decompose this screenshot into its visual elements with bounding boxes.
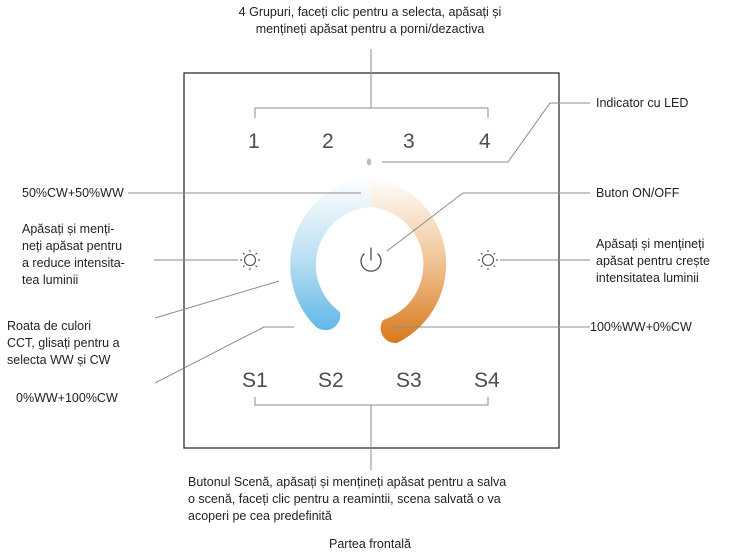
ww0-cw100-label: 0%WW+100%CW [16,391,118,405]
dim-up-label: Apăsați și mențineți apăsat pentru creșt… [596,237,710,285]
sun-icon-dim-down[interactable] [240,250,260,270]
color-wheel-cool-half[interactable] [290,177,371,331]
group-button-3[interactable]: 3 [403,130,415,153]
on-off-label: Buton ON/OFF [596,186,680,200]
scene-note: Butonul Scenă, apăsați și mențineți apăs… [188,475,507,523]
led-indicator-dot [366,158,372,166]
scenes-bracket [254,397,489,470]
scene-button-s4[interactable]: S4 [474,369,500,392]
scene-button-s2[interactable]: S2 [318,369,344,392]
led-indicator-label: Indicator cu LED [596,96,689,110]
leader-lines [128,102,590,384]
group-button-1[interactable]: 1 [248,130,260,153]
group-button-2[interactable]: 2 [322,130,334,153]
scene-button-s3[interactable]: S3 [396,369,422,392]
sun-icon-dim-up[interactable] [478,250,498,270]
leader-wheel [154,280,280,319]
scene-button-s1[interactable]: S1 [242,369,268,392]
dim-down-label: Apăsați și menți- neți apăsat pentru a r… [22,222,125,287]
caption: Partea frontală [329,537,411,551]
ww100-cw0-label: 100%WW+0%CW [590,320,692,334]
cw50-ww50-label: 50%CW+50%WW [22,186,124,200]
leader-0ww [154,326,294,384]
groups-note: 4 Grupuri, faceți clic pentru a selecta,… [238,5,502,36]
power-icon[interactable] [360,247,382,272]
leader-led [382,102,590,163]
groups-bracket [254,49,489,118]
color-wheel-warm-half[interactable] [371,177,447,344]
group-button-4[interactable]: 4 [479,130,491,153]
color-wheel-label: Roata de culori CCT, glisați pentru a se… [7,319,120,367]
leader-on-off [386,192,590,252]
